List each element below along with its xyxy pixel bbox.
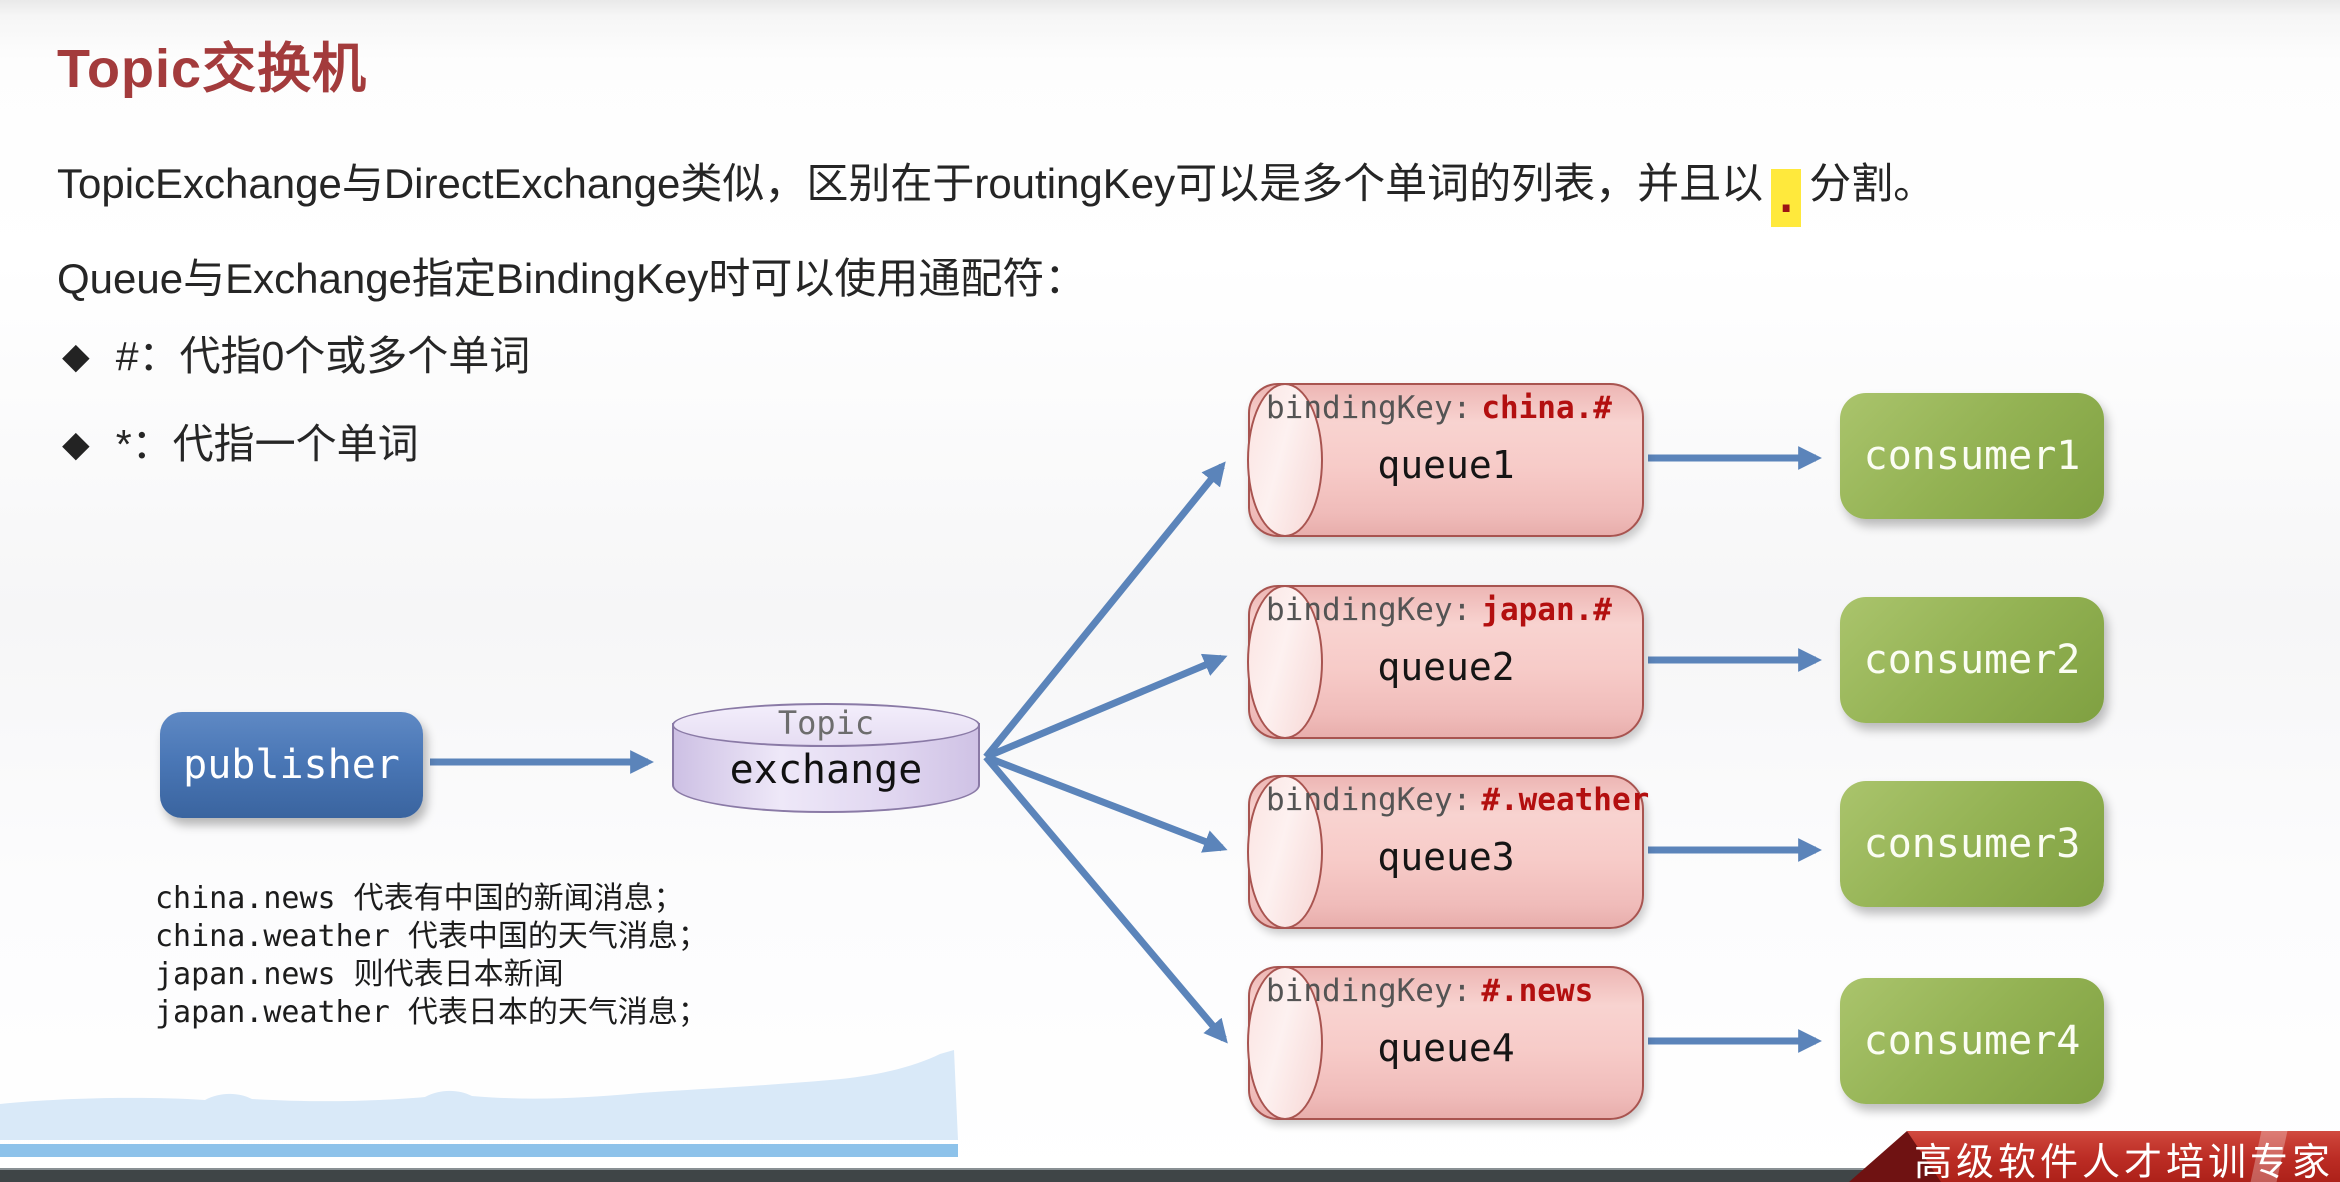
exchange-node: Topic exchange xyxy=(672,703,980,815)
queue2-label: queue2 xyxy=(1377,645,1515,689)
queue3-binding-key: #.weather xyxy=(1481,782,1650,818)
consumer1-node: consumer1 xyxy=(1840,393,2104,519)
consumer2-node: consumer2 xyxy=(1840,597,2104,723)
bullet-hash: ◆ #：代指0个或多个单词 xyxy=(62,322,530,382)
queue4-node: bindingKey:#.news queue4 xyxy=(1247,966,1644,1120)
note-line: japan.weather 代表日本的天气消息； xyxy=(155,995,708,1030)
diamond-bullet-icon: ◆ xyxy=(62,423,90,464)
consumer3-node: consumer3 xyxy=(1840,781,2104,907)
queue1-binding: bindingKey:china.# xyxy=(1266,390,1612,426)
queue1-node: bindingKey:china.# queue1 xyxy=(1247,383,1644,537)
banner-slogan: 高级软件人才培训专家 xyxy=(1913,1139,2334,1182)
consumer4-node: consumer4 xyxy=(1840,978,2104,1104)
arrow-exchange-to-queue1 xyxy=(983,461,1226,760)
binding-prefix: bindingKey: xyxy=(1266,592,1472,628)
publisher-node: publisher xyxy=(160,712,423,818)
arrow-exchange-to-queue3 xyxy=(984,753,1228,853)
diamond-bullet-icon: ◆ xyxy=(62,335,90,376)
exchange-cylinder-top xyxy=(672,703,980,747)
note-line: china.weather 代表中国的天气消息； xyxy=(155,919,708,954)
exchange-label: exchange xyxy=(729,747,923,793)
arrow-exchange-to-queue2 xyxy=(984,653,1228,761)
note-line: japan.news 则代表日本新闻 xyxy=(155,957,564,992)
footer-banner: 高级软件人才培训专家 xyxy=(1843,1131,2340,1182)
queue2-node: bindingKey:japan.# queue2 xyxy=(1247,585,1644,739)
binding-prefix: bindingKey: xyxy=(1266,973,1472,1009)
note-line: china.news 代表有中国的新闻消息； xyxy=(155,881,684,916)
queue1-binding-key: china.# xyxy=(1481,390,1612,426)
queue3-label: queue3 xyxy=(1377,835,1515,879)
bullet-star-text: *：代指一个单词 xyxy=(115,421,419,467)
paragraph-routingkey-before: TopicExchange与DirectExchange类似，区别在于routi… xyxy=(57,160,1764,207)
binding-prefix: bindingKey: xyxy=(1266,782,1472,818)
blue-strip-decoration xyxy=(0,1144,958,1157)
dot-highlight: . xyxy=(1771,168,1802,227)
paragraph-routingkey-after: 分割。 xyxy=(1809,160,1936,207)
queue3-binding: bindingKey:#.weather xyxy=(1266,782,1649,818)
bottom-bar xyxy=(0,1168,2340,1182)
paragraph-routingkey: TopicExchange与DirectExchange类似，区别在于routi… xyxy=(57,150,1935,227)
paragraph-wildcard: Queue与Exchange指定BindingKey时可以使用通配符： xyxy=(57,255,1087,302)
queue4-binding-key: #.news xyxy=(1481,973,1594,1009)
queue4-label: queue4 xyxy=(1377,1026,1515,1070)
page-title: Topic交换机 xyxy=(57,39,367,99)
bullet-hash-text: #：代指0个或多个单词 xyxy=(115,333,531,379)
queue3-node: bindingKey:#.weather queue3 xyxy=(1247,775,1649,929)
queue4-binding: bindingKey:#.news xyxy=(1266,973,1593,1009)
queue1-label: queue1 xyxy=(1377,443,1515,487)
exchange-type-label: Topic xyxy=(777,704,875,742)
wave-decoration xyxy=(0,1050,958,1140)
binding-prefix: bindingKey: xyxy=(1266,390,1472,426)
queue2-binding: bindingKey:japan.# xyxy=(1266,592,1612,628)
banner-ribbon xyxy=(1907,1131,2340,1182)
routing-key-notes: china.news 代表有中国的新闻消息； china.weather 代表中… xyxy=(155,880,708,1032)
arrow-exchange-to-queue4 xyxy=(983,754,1228,1044)
bullet-star: ◆ *：代指一个单词 xyxy=(62,410,419,470)
queue2-binding-key: japan.# xyxy=(1481,592,1612,628)
